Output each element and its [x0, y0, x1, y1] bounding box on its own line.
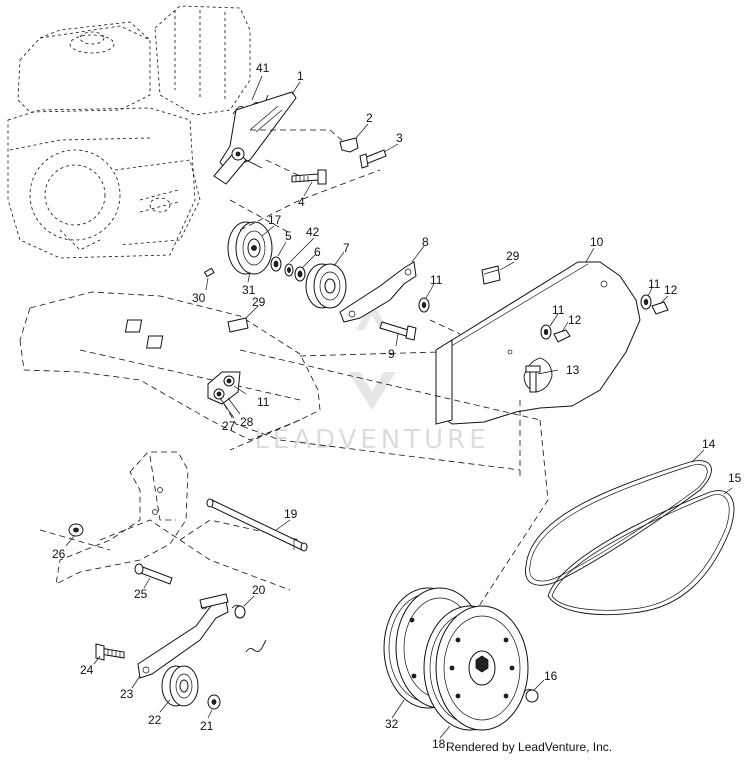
callout-16: 16	[544, 669, 558, 683]
callout-5: 5	[285, 229, 292, 243]
part-18-drive-pulley	[423, 605, 529, 731]
part-15-belt	[547, 490, 735, 616]
callout-30: 30	[192, 291, 206, 305]
callout-29-lower: 29	[252, 295, 266, 309]
part-30-key	[203, 267, 215, 278]
watermark: LEADVENTURE	[254, 300, 489, 455]
part-9-bolt	[379, 321, 417, 341]
callout-24: 24	[80, 663, 94, 677]
callout-11-guard: 11	[552, 303, 565, 317]
callout-9: 9	[388, 347, 395, 361]
callout-21: 21	[200, 719, 214, 733]
part-3-bolt	[359, 149, 387, 169]
part-4-bolt	[291, 169, 327, 185]
callout-3: 3	[396, 131, 403, 145]
watermark-v-logo-icon	[348, 372, 396, 410]
part-spring-lower	[245, 639, 267, 653]
callout-6: 6	[314, 245, 321, 259]
leader-lines	[65, 75, 733, 739]
callouts: 41 1 2 3 4 17 5 42 6 7 8 29 10 11 11 12 …	[52, 61, 742, 751]
callout-23: 23	[120, 687, 134, 701]
part-29-clip	[481, 265, 501, 285]
part-1-idler-arm	[213, 91, 297, 185]
callout-11-bracket: 11	[430, 273, 443, 287]
callout-1: 1	[297, 69, 304, 83]
part-24-bolt	[95, 643, 125, 661]
part-31-engine-pulley	[227, 221, 273, 275]
part-12-nut-right	[651, 301, 669, 315]
dashed-guide-lines	[223, 129, 549, 621]
callout-27: 27	[222, 419, 236, 433]
callout-4: 4	[298, 195, 305, 209]
engine	[7, 5, 251, 259]
callout-32: 32	[385, 717, 399, 731]
part-11-washer-guard	[540, 324, 552, 340]
callout-8: 8	[422, 235, 429, 249]
part-13-bolt	[525, 365, 541, 393]
part-23-idler-arm	[137, 593, 229, 679]
callout-11-right: 11	[648, 277, 661, 291]
part-2-clip	[339, 137, 359, 153]
callout-11-plate: 11	[257, 395, 270, 409]
callout-42: 42	[306, 225, 320, 239]
watermark-text: LEADVENTURE	[254, 425, 489, 455]
callout-12-guard: 12	[568, 313, 582, 327]
callout-25: 25	[134, 587, 148, 601]
callout-31: 31	[242, 283, 256, 297]
callout-18: 18	[432, 737, 446, 751]
callout-20: 20	[252, 583, 266, 597]
part-14-belt	[525, 460, 712, 586]
tine-shield	[19, 291, 321, 451]
part-26-nut	[68, 523, 84, 537]
part-8-bracket	[339, 261, 417, 323]
callout-17: 17	[268, 213, 282, 227]
part-20-clip	[231, 604, 246, 619]
part-29-clip-lower	[227, 317, 249, 333]
callout-14: 14	[702, 437, 716, 451]
callout-13: 13	[566, 363, 580, 377]
part-42-washer	[284, 263, 294, 277]
part-27-28-plate	[207, 371, 241, 405]
part-7-idler-pulley	[305, 263, 347, 309]
callout-19: 19	[284, 507, 298, 521]
part-11-washer	[418, 297, 430, 313]
watermark-flame-icon	[356, 300, 388, 330]
part-16-clip	[523, 688, 539, 703]
render-credit: Rendered by LeadVenture, Inc.	[446, 740, 613, 754]
part-19-shaft	[206, 498, 308, 552]
part-5-washer	[270, 256, 282, 272]
callout-29-upper: 29	[506, 249, 520, 263]
callout-10: 10	[590, 235, 604, 249]
callout-12-right: 12	[664, 283, 678, 297]
part-21-nut	[207, 694, 221, 710]
callout-7: 7	[343, 241, 350, 255]
callout-41: 41	[256, 61, 270, 75]
part-11-washer-right	[640, 294, 652, 310]
callout-28: 28	[240, 415, 254, 429]
callout-15: 15	[728, 471, 742, 485]
part-10-belt-guard	[435, 261, 641, 425]
part-6-washer	[294, 266, 306, 282]
part-25-pin	[134, 563, 173, 585]
callout-26: 26	[52, 547, 66, 561]
callout-2: 2	[366, 111, 373, 125]
part-22-pulley	[161, 665, 199, 707]
tiller-frame	[39, 451, 301, 591]
callout-22: 22	[148, 713, 162, 727]
